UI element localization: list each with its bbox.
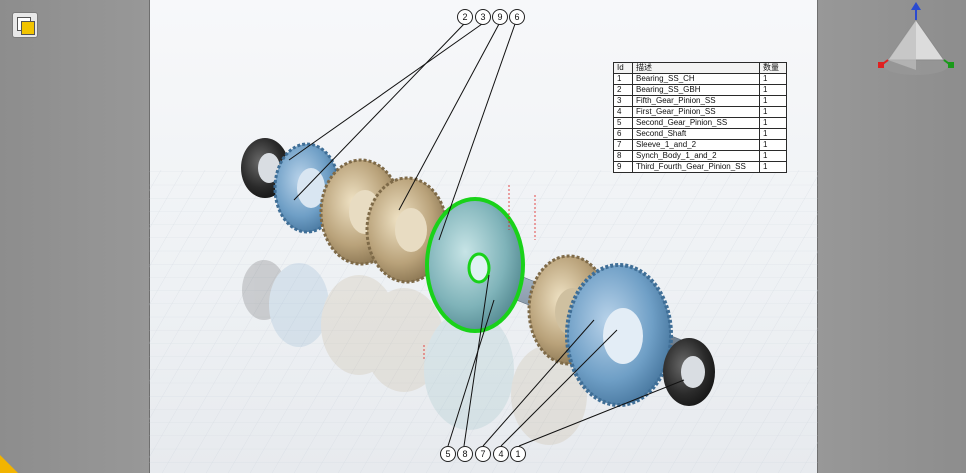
viewcube-face-left <box>888 20 916 70</box>
bom-cell-desc: Synch_Body_1_and_2 <box>632 150 760 162</box>
bom-cell-qty: 1 <box>759 95 787 107</box>
layers-icon-front <box>21 21 35 35</box>
leader-lines <box>288 23 685 447</box>
bom-cell-qty: 1 <box>759 161 787 173</box>
bom-cell-desc: Second_Shaft <box>632 128 760 140</box>
bom-header-desc: 描述 <box>632 62 760 74</box>
bom-cell-id: 9 <box>613 161 633 173</box>
bom-cell-id: 1 <box>613 73 633 85</box>
bom-cell-id: 5 <box>613 117 633 129</box>
bom-cell-desc: First_Gear_Pinion_SS <box>632 106 760 118</box>
balloon-top-1[interactable]: 2 <box>457 9 473 25</box>
balloon-top-4[interactable]: 6 <box>509 9 525 25</box>
viewcube-handle-y <box>948 62 954 68</box>
bom-cell-id: 8 <box>613 150 633 162</box>
bom-header-id: Id <box>613 62 633 74</box>
bom-cell-desc: Fifth_Gear_Pinion_SS <box>632 95 760 107</box>
balloon-bottom-3[interactable]: 7 <box>475 446 491 462</box>
floor-reflection <box>242 260 587 445</box>
balloon-top-2[interactable]: 3 <box>475 9 491 25</box>
bom-header-qty: 数量 <box>759 62 787 74</box>
bom-cell-qty: 1 <box>759 150 787 162</box>
bom-cell-desc: Sleeve_1_and_2 <box>632 139 760 151</box>
bom-cell-desc: Third_Fourth_Gear_Pinion_SS <box>632 161 760 173</box>
bom-cell-qty: 1 <box>759 117 787 129</box>
balloon-bottom-5[interactable]: 1 <box>510 446 526 462</box>
bom-cell-qty: 1 <box>759 84 787 96</box>
bom-cell-id: 4 <box>613 106 633 118</box>
viewcube-arrow-z <box>911 2 921 10</box>
bom-cell-qty: 1 <box>759 73 787 85</box>
bom-cell-id: 3 <box>613 95 633 107</box>
bom-cell-id: 7 <box>613 139 633 151</box>
gear-blue-right[interactable] <box>565 263 673 407</box>
construction-marks <box>423 185 536 360</box>
resize-grip-icon[interactable] <box>0 455 18 473</box>
synch-body-selected[interactable] <box>425 197 525 333</box>
bearing-right[interactable] <box>663 338 715 406</box>
bom-cell-qty: 1 <box>759 128 787 140</box>
layers-icon[interactable] <box>12 12 38 38</box>
viewcube-handle-x <box>878 62 884 68</box>
balloon-bottom-1[interactable]: 5 <box>440 446 456 462</box>
viewcube-icon[interactable] <box>876 0 966 80</box>
bom-cell-qty: 1 <box>759 139 787 151</box>
balloon-bottom-2[interactable]: 8 <box>457 446 473 462</box>
bom-cell-qty: 1 <box>759 106 787 118</box>
bom-cell-id: 6 <box>613 128 633 140</box>
balloon-bottom-4[interactable]: 4 <box>493 446 509 462</box>
bom-cell-desc: Bearing_SS_GBH <box>632 84 760 96</box>
bom-cell-desc: Second_Gear_Pinion_SS <box>632 117 760 129</box>
balloon-top-3[interactable]: 9 <box>492 9 508 25</box>
exploded-assembly-view[interactable] <box>149 0 818 473</box>
bom-header-row: Id 描述 数量 <box>613 62 787 74</box>
bom-cell-id: 2 <box>613 84 633 96</box>
bom-cell-desc: Bearing_SS_CH <box>632 73 760 85</box>
